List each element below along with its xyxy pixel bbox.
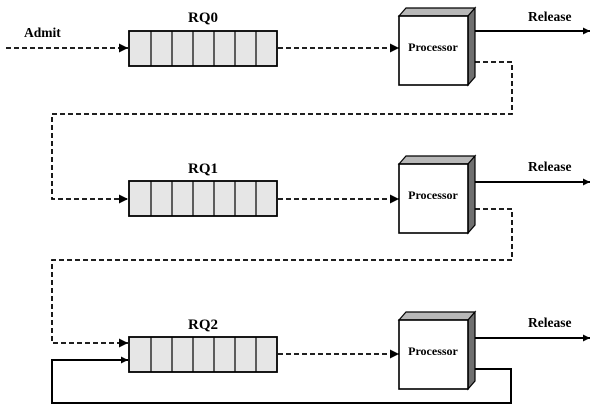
queue-label-rq2: RQ2 [188,317,218,333]
queue-label-rq1: RQ1 [188,161,218,177]
release-label-0: Release [528,9,571,24]
release-label-1: Release [528,159,571,174]
queue-row-0: RQ0 Processor Release [51,6,590,204]
processor-label-1: Processor [408,188,458,202]
queue-row-2: RQ2 Processor Release [51,310,590,404]
queue-label-rq0: RQ0 [188,10,218,26]
processor-1: Processor [397,154,477,235]
queue-rq1 [128,180,278,217]
queue-rq2 [128,336,278,373]
queue-row-1: RQ1 Processor Release [51,154,590,348]
processor-label-0: Processor [408,40,458,54]
release-label-2: Release [528,315,571,330]
processor-label-2: Processor [408,344,458,358]
admit-label: Admit [24,25,61,40]
processor-2: Processor [397,310,477,391]
queue-rq0 [128,30,278,67]
feedback-arrow-1-to-2 [51,208,513,348]
processor-0: Processor [397,6,477,87]
loopback-arrow-2 [51,356,512,404]
